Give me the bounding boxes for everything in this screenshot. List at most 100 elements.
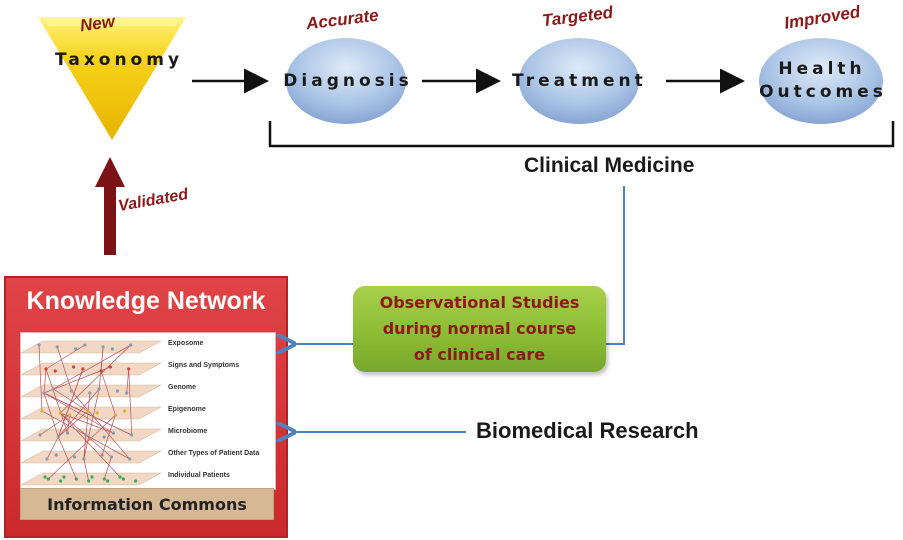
network-node [72,455,77,459]
network-node [118,475,122,479]
network-node [84,433,88,437]
outcomes-ellipse [759,38,883,124]
network-node [81,367,85,371]
information-commons-bar: Information Commons [20,488,274,520]
network-node [43,475,47,479]
network-link [100,346,104,372]
network-node [56,435,60,439]
observational-studies-box: Observational Studies during normal cour… [353,286,606,372]
treatment-ellipse [519,38,639,124]
network-node [99,369,103,373]
network-node [38,433,42,437]
network-node [115,389,120,393]
network-link [43,366,111,394]
network-node [113,413,118,417]
network-node [108,365,113,369]
network-node [129,343,133,347]
network-link [126,368,130,394]
network-node [37,343,41,347]
network-link [128,368,133,436]
observational-line-3: of clinical care [413,345,546,364]
network-link [39,414,70,436]
network-node [127,367,131,371]
layer-plane [20,340,162,354]
taxonomy-label: Taxonomy [54,50,184,70]
clinical-to-observational-line [606,186,625,345]
network-link [83,388,100,460]
network-node [111,431,116,435]
knowledge-network-layers-panel: Exposome Signs and Symptoms Genome Epige… [20,332,276,490]
network-link [67,414,70,434]
validated-arrow [95,157,125,255]
network-node [101,345,105,349]
network-link [60,412,121,478]
layer-label: Genome [168,384,197,391]
network-node [71,365,76,369]
network-node [54,453,58,457]
treatment-label: Treatment [512,71,647,91]
network-node [69,389,74,393]
network-node [128,457,132,461]
network-link [104,456,112,480]
network-link [45,368,68,434]
diagnosis-label: Diagnosis [283,71,413,91]
network-link [83,392,91,460]
observational-line-1: Observational Studies [379,293,580,312]
network-link [71,390,130,460]
network-link [56,346,72,392]
network-node [100,453,104,457]
layer-plane [20,450,162,464]
network-node [73,347,78,351]
clinical-medicine-bracket [268,121,895,148]
network-node [102,477,106,481]
network-node [65,431,70,435]
network-node [109,455,114,459]
layer-label: Microbiome [168,428,208,435]
diagnosis-ellipse [286,38,406,124]
layer-label: Individual Patients [168,472,230,479]
network-link [38,344,43,412]
layer-label: Epigenome [168,406,206,413]
outcomes-label-line1: Health [778,59,866,79]
network-node [53,369,57,373]
outcomes-label-line2: Outcomes [759,82,887,102]
network-node [134,479,138,483]
network-node [45,457,49,461]
clinical-medicine-label: Clinical Medicine [524,154,695,177]
network-node [97,387,101,391]
network-node [130,433,134,437]
layer-plane [20,362,162,376]
network-node [46,477,50,481]
network-node [67,413,72,417]
network-node [40,409,44,413]
biomedical-research-label: Biomedical Research [476,418,699,443]
layer-plane [20,406,162,420]
network-node [123,409,127,413]
network-node [51,387,55,391]
network-node [102,435,106,439]
layer-plane [20,472,162,486]
network-link [100,370,116,416]
network-node [59,479,63,483]
layer-label: Signs and Symptoms [168,362,240,369]
network-node [121,477,125,481]
network-node [42,391,46,395]
layer-plane [20,384,162,398]
network-link [43,392,59,438]
network-node [62,475,66,479]
network-link [53,388,89,412]
knowledge-network-title: Knowledge Network [26,287,266,315]
network-node [55,345,59,349]
network-link [53,344,131,390]
network-link [43,368,47,394]
layer-label: Exposome [168,340,204,347]
network-link [48,414,116,480]
network-node [95,411,99,415]
layer-stack-graphic [20,340,162,486]
network-link [83,458,90,482]
network-link [45,344,86,370]
network-link [57,436,77,480]
network-node [106,479,110,483]
network-node [82,457,86,461]
layer-label: Other Types of Patient Data [168,450,260,457]
